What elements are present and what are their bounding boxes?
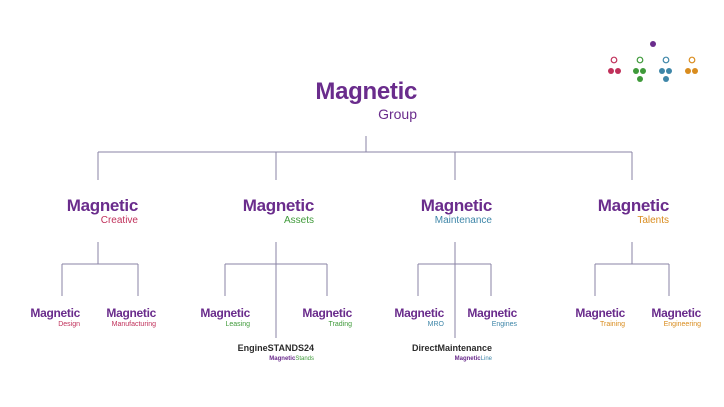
node-design: Magnetic Design [30,307,80,328]
brand-name: Magnetic [467,306,517,320]
brand-name: Magnetic [30,306,80,320]
node-talents: Magnetic Talents [597,196,670,226]
node-leasing: Magnetic Leasing [200,307,250,328]
brand-name: Magnetic [420,196,493,215]
unit-name: Engineering [663,321,701,328]
node-trading: Magnetic Trading [302,307,352,328]
brand-name: Magnetic [106,306,156,320]
brand-name: Magnetic [454,356,481,362]
unit-name: Stands [295,356,314,362]
logo-dot [692,68,698,74]
brand-name: Magnetic [242,196,315,215]
node-directmaintenance: DirectMaintenance MagneticLine [411,343,492,363]
node-engineering: Magnetic Engineering [651,307,701,328]
logo-dot [650,41,656,47]
extra-logo-text: DirectMaintenance [411,343,492,353]
node-mro: Magnetic MRO [394,307,444,328]
logo-dot [662,56,670,64]
brand-name: Magnetic [597,196,670,215]
unit-name: Line [480,356,492,362]
brand-name: Magnetic [315,78,417,105]
logo-dot [685,68,691,74]
brand-name: Magnetic [269,356,296,362]
logo-dot [615,68,621,74]
logo-dot [637,76,643,82]
unit-name: Training [599,321,625,328]
node-manufacturing: Magnetic Manufacturing [106,307,156,328]
logo-dot [610,56,618,64]
division-name: Maintenance [434,215,492,226]
division-name: Assets [283,215,314,226]
unit-name: MRO [427,321,444,328]
extra-sub-brand: MagneticStands [238,356,314,362]
node-assets: Magnetic Assets [242,196,315,226]
node-group: Magnetic Group [315,78,417,122]
unit-name: Engines [491,321,517,328]
logo-dot [659,68,665,74]
unit-name: Trading [328,321,352,328]
node-engines: Magnetic Engines [467,307,517,328]
brand-name: Magnetic [66,196,139,215]
node-training: Magnetic Training [575,307,625,328]
node-creative: Magnetic Creative [66,196,139,226]
brand-name: Magnetic [200,306,250,320]
node-maintenance: Magnetic Maintenance [420,196,493,226]
logo-dot [633,68,639,74]
division-name: Group [378,106,417,122]
logo-dot [666,68,672,74]
brand-name: Magnetic [302,306,352,320]
division-name: Creative [100,215,138,226]
brand-name: Magnetic [394,306,444,320]
logo-dot [640,68,646,74]
unit-name: Leasing [225,321,250,328]
brand-name: Magnetic [651,306,701,320]
unit-name: Design [58,321,80,328]
node-enginestands24: EngineSTANDS24 MagneticStands [237,343,314,363]
logo-dot [608,68,614,74]
unit-name: Manufacturing [111,321,156,328]
extra-logo-text: EngineSTANDS24 [237,343,314,353]
logo-dot [688,56,696,64]
logo-dot [663,76,669,82]
logo-dot [636,56,644,64]
extra-sub-brand: MagneticLine [412,356,492,362]
brand-name: Magnetic [575,306,625,320]
division-name: Talents [637,215,669,226]
dot-cluster-icon [608,41,698,82]
